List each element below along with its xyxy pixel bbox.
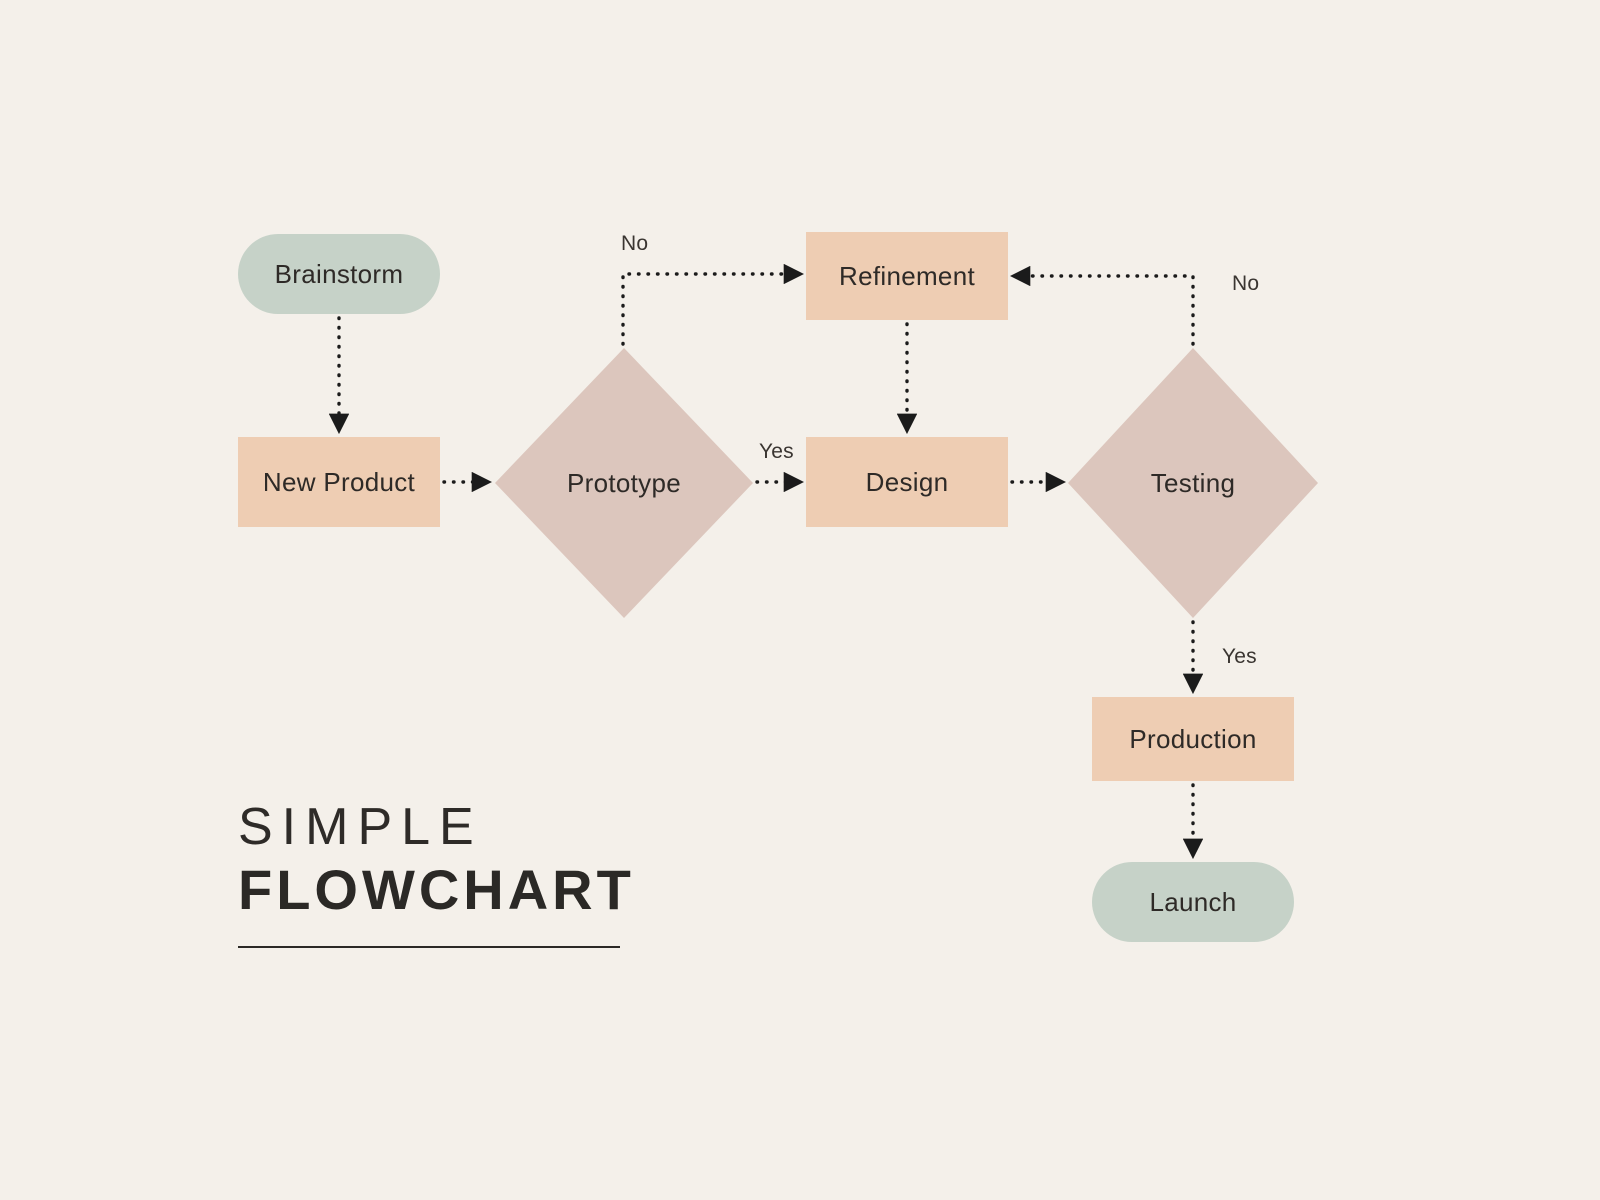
node-launch[interactable]: Launch bbox=[1092, 862, 1294, 942]
edge-label-prototype-yes: Yes bbox=[759, 440, 794, 463]
node-production-label: Production bbox=[1129, 724, 1257, 754]
edge-label-prototype-no: No bbox=[621, 232, 649, 255]
edge-prototype-no-to-refinement bbox=[621, 263, 805, 346]
node-brainstorm-label: Brainstorm bbox=[274, 259, 404, 289]
edge-testing-no-to-refinement bbox=[1009, 265, 1195, 346]
node-refinement-label: Refinement bbox=[839, 261, 975, 291]
node-launch-label: Launch bbox=[1149, 887, 1237, 917]
node-design-label: Design bbox=[865, 467, 949, 497]
node-brainstorm[interactable]: Brainstorm bbox=[238, 234, 440, 314]
title-block: SIMPLE FLOWCHART bbox=[238, 798, 758, 949]
title-underline bbox=[238, 946, 620, 949]
title-line-simple: SIMPLE bbox=[238, 798, 483, 856]
edge-label-testing-yes: Yes bbox=[1222, 645, 1257, 668]
node-prototype-label: Prototype bbox=[567, 468, 681, 498]
node-testing-label: Testing bbox=[1150, 468, 1236, 498]
node-refinement[interactable]: Refinement bbox=[806, 232, 1008, 320]
node-production[interactable]: Production bbox=[1092, 697, 1294, 781]
edge-label-testing-no: No bbox=[1232, 272, 1260, 295]
node-design[interactable]: Design bbox=[806, 437, 1008, 527]
node-new-product-label: New Product bbox=[262, 467, 416, 497]
node-prototype[interactable]: Prototype bbox=[495, 348, 753, 618]
node-new-product[interactable]: New Product bbox=[238, 437, 440, 527]
title-line-flowchart: FLOWCHART bbox=[238, 857, 635, 921]
node-testing[interactable]: Testing bbox=[1068, 348, 1318, 618]
